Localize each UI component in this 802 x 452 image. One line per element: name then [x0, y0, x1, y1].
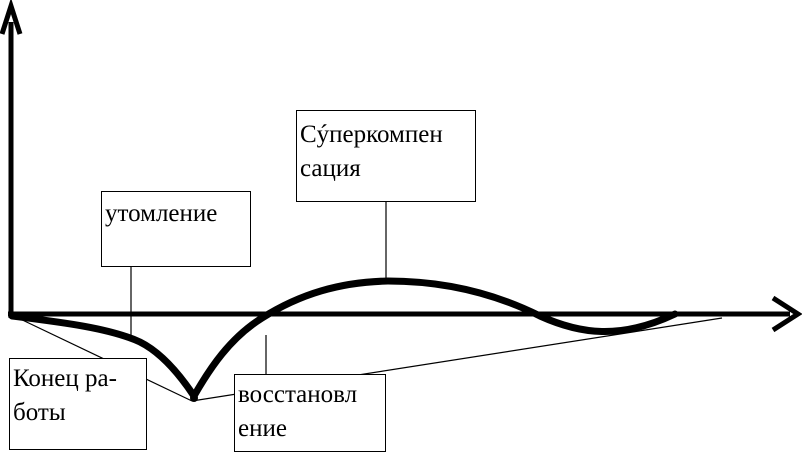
dip-point — [190, 394, 198, 402]
label-recovery-line-2: ение — [238, 415, 287, 442]
label-fatigue: утомление — [105, 200, 218, 227]
performance-curve — [8, 277, 679, 400]
label-end-of-work-line-2: боты — [13, 399, 66, 426]
x-axis-arrowhead — [771, 295, 802, 333]
label-box-recovery: восстановл ение — [234, 374, 386, 452]
label-box-supercompensation: Сýперкомпен сация — [296, 110, 476, 202]
y-axis-arrowhead — [0, 0, 23, 35]
label-recovery-line-1: восстановл — [238, 381, 358, 408]
label-end-of-work-line-1: Конец ра- — [13, 365, 117, 392]
label-supercompensation-line-1: Сýперкомпен — [300, 121, 443, 148]
label-supercompensation-line-2: сация — [300, 155, 361, 182]
label-box-end-of-work: Конец ра- боты — [9, 358, 147, 450]
label-box-fatigue: утомление — [101, 191, 251, 267]
